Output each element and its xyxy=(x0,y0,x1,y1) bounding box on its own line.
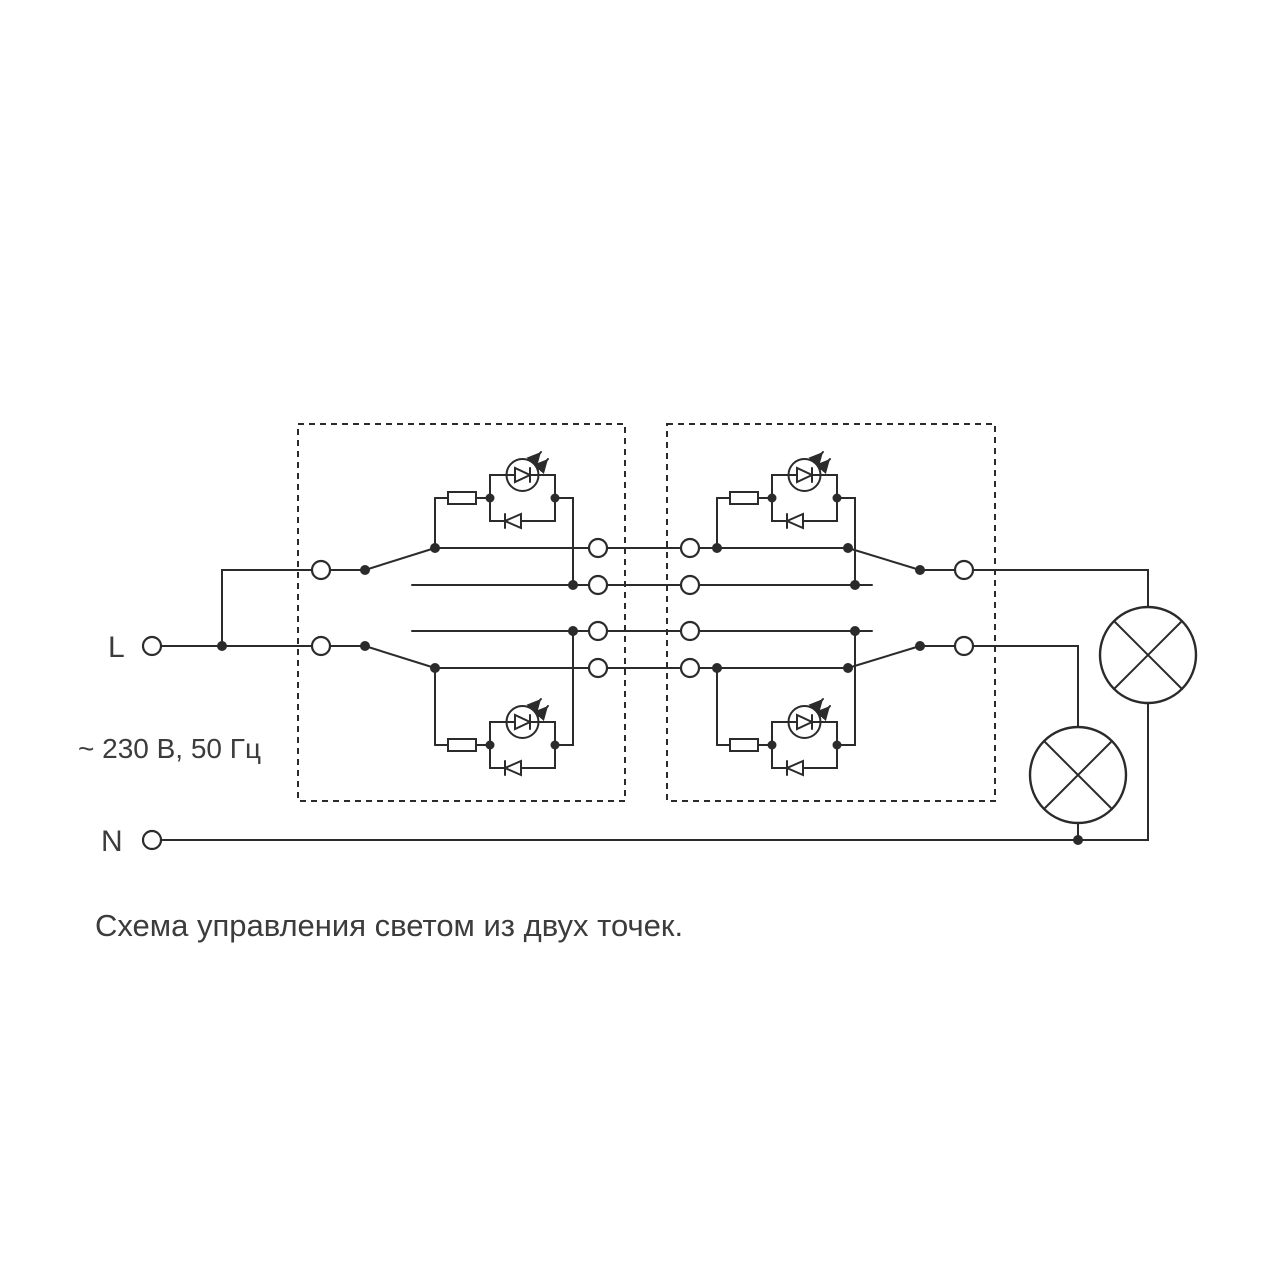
led-indicator-icon xyxy=(717,452,842,528)
phase-terminal xyxy=(141,635,163,657)
neutral-wire xyxy=(160,702,1149,845)
junction-dot xyxy=(568,580,578,590)
junction-dot xyxy=(850,580,860,590)
switch-2 xyxy=(679,452,975,775)
terminal-icon xyxy=(587,574,609,596)
pivot-dot xyxy=(915,641,925,651)
neutral-label: N xyxy=(101,825,123,858)
switch-lever-icon xyxy=(364,547,436,571)
caption: Схема управления светом из двух точек. xyxy=(95,908,683,943)
switch-lever-icon xyxy=(847,645,921,669)
wire xyxy=(554,497,574,586)
lamp-1 xyxy=(972,569,1198,705)
terminal-icon xyxy=(310,635,332,657)
contact-dot xyxy=(843,663,853,673)
switch-1 xyxy=(310,452,609,775)
switch-lever-icon xyxy=(847,547,921,571)
switch-2-enclosure xyxy=(666,423,996,802)
junction-dot xyxy=(850,626,860,636)
terminal-icon xyxy=(953,559,975,581)
wire xyxy=(836,630,856,746)
terminal-icon xyxy=(587,657,609,679)
terminal-icon xyxy=(310,559,332,581)
terminal-icon xyxy=(679,620,701,642)
terminal-icon xyxy=(679,574,701,596)
pivot-dot xyxy=(360,565,370,575)
terminal-icon xyxy=(587,537,609,559)
neutral-terminal xyxy=(141,829,163,851)
led-indicator-icon xyxy=(435,452,560,528)
led-indicator-icon xyxy=(435,699,560,775)
contact-dot xyxy=(843,543,853,553)
voltage-label: ~ 230 В, 50 Гц xyxy=(78,733,261,764)
junction-dot xyxy=(712,663,722,673)
junction-dot xyxy=(712,543,722,553)
terminal-icon xyxy=(679,537,701,559)
terminal-icon xyxy=(587,620,609,642)
lamp-2 xyxy=(972,645,1128,841)
pivot-dot xyxy=(360,641,370,651)
terminal-icon xyxy=(679,657,701,679)
switch-lever-icon xyxy=(364,645,436,669)
junction-dot xyxy=(568,626,578,636)
terminal-icon xyxy=(953,635,975,657)
wire xyxy=(554,630,574,746)
junction-dot xyxy=(217,641,227,651)
led-indicator-icon xyxy=(717,699,842,775)
phase-label: L xyxy=(108,631,125,664)
traveler-links xyxy=(606,547,682,669)
wire xyxy=(836,497,856,586)
phase-wire xyxy=(160,569,313,651)
pivot-dot xyxy=(915,565,925,575)
